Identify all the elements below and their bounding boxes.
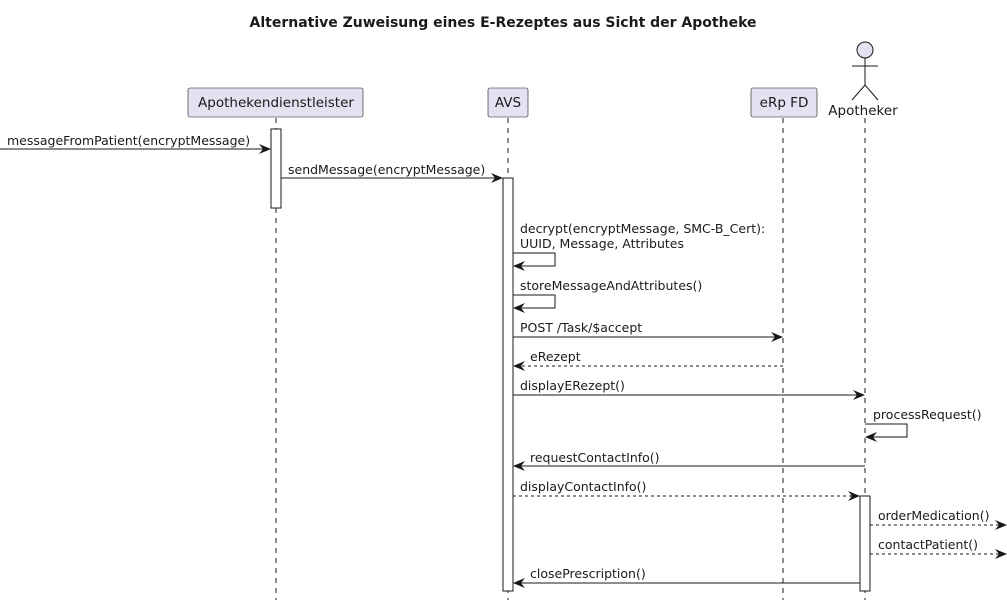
- message-label: contactPatient(): [878, 537, 978, 552]
- self-message-arrow: [865, 423, 908, 442]
- diagram-title: Alternative Zuweisung eines E-Rezeptes a…: [250, 15, 757, 31]
- activation-avs: [502, 177, 514, 592]
- message-label: decrypt(encryptMessage, SMC-B_Cert):: [520, 221, 765, 236]
- message-label: sendMessage(encryptMessage): [288, 162, 485, 177]
- participant-label: eRp FD: [760, 95, 809, 111]
- actor-stick-figure-icon: [851, 41, 879, 101]
- message-labels: messageFromPatient(encryptMessage) sendM…: [7, 133, 989, 581]
- message-label: requestContactInfo(): [530, 450, 660, 465]
- message-label: closePrescription(): [530, 566, 646, 581]
- message-label: messageFromPatient(encryptMessage): [7, 133, 250, 148]
- message-label: UUID, Message, Attributes: [520, 236, 684, 251]
- activation-apothekendienstleister: [270, 128, 282, 209]
- message-label: eRezept: [530, 349, 581, 364]
- activation-bars: [270, 128, 871, 592]
- message-label: displayERezept(): [520, 378, 625, 393]
- participant-label: Apothekendienstleister: [198, 95, 354, 111]
- participant-avs: AVS: [487, 87, 529, 118]
- message-label: POST /Task/$accept: [520, 320, 642, 335]
- participant-erp-fd: eRp FD: [750, 87, 818, 118]
- participant-label: AVS: [495, 95, 521, 111]
- message-label: processRequest(): [873, 407, 982, 422]
- participant-label: Apotheker: [828, 103, 898, 119]
- self-message-arrow: [513, 252, 556, 271]
- message-label: storeMessageAndAttributes(): [520, 278, 702, 293]
- activation-apotheker: [859, 495, 871, 592]
- participant-apothekendienstleister: Apothekendienstleister: [187, 87, 364, 118]
- self-message-arrow: [513, 294, 556, 313]
- participant-apotheker: Apotheker: [828, 41, 898, 119]
- message-label: displayContactInfo(): [520, 479, 646, 494]
- message-label: orderMedication(): [878, 508, 989, 523]
